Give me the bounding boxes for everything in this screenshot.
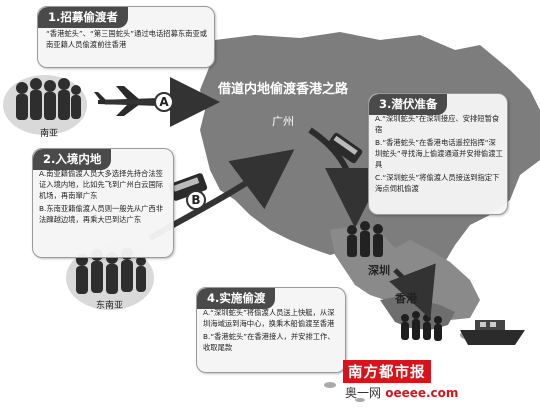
step3-text: A.“深圳蛇头”在深圳接应、安排短暂食宿 B.“香港蛇头”在香港电话遥控指挥“深… xyxy=(375,114,503,197)
label-southeast-asia: 东南亚 xyxy=(96,301,124,311)
step3-panel: 3.潜伏准备 A.“深圳蛇头”在深圳接应、安排短暂食宿 B.“香港蛇头”在香港电… xyxy=(368,93,508,215)
step3-item-c: C.“深圳蛇头”将偷渡人员接送到指定下海点伺机偷渡 xyxy=(375,172,500,193)
island xyxy=(355,398,365,402)
step1-text: “香港蛇头”、“第三国蛇头”通过电话招募东南亚或南亚籍人员偷渡前往香港 xyxy=(46,29,208,49)
shenzhen-to-hongkong-arrow xyxy=(389,263,436,319)
bus-icon xyxy=(168,173,208,201)
label-hongkong: 香港 xyxy=(395,292,417,305)
island xyxy=(324,382,336,388)
step2-item-a: A.南亚籍偷渡人员大多选择先持合法签证入境内地，比如先飞到广州白云国际机场，再南… xyxy=(39,169,164,200)
label-shenzhen: 深圳 xyxy=(368,264,390,277)
south-asia-people-icon xyxy=(3,75,87,135)
route-b-marker xyxy=(186,190,206,210)
label-south-asia: 南亚 xyxy=(40,129,59,139)
website-logo: 奥一网 oeeee.com xyxy=(345,384,458,401)
website-name: oeeee.com xyxy=(385,386,459,400)
boat-icon xyxy=(460,320,525,345)
step3-title: 3.潜伏准备 xyxy=(369,94,448,115)
step1-panel: 1.招募偷渡者 “香港蛇头”、“第三国蛇头”通过电话招募东南亚或南亚籍人员偷渡前… xyxy=(37,6,215,68)
label-guangzhou: 广州 xyxy=(272,115,294,128)
route-b-label: B xyxy=(191,193,201,207)
diagram-title: 借道内地偷渡香港之路 xyxy=(218,82,349,97)
route-a-label: A xyxy=(159,95,169,109)
step4-title: 4.实施偷渡 xyxy=(197,288,276,309)
bus-icon xyxy=(327,132,363,164)
step2-item-b: B.东南亚籍偷渡人员则一般先从广西非法蹿越边境，再乘大巴到达广东 xyxy=(39,203,164,224)
website-prefix: 奥一网 xyxy=(345,386,382,400)
guangzhou-to-shenzhen-arrow xyxy=(308,127,385,228)
step4-panel: 4.实施偷渡 A.“深圳蛇头”将偷渡人员送上快艇，从深圳海域运到海中心，换乘木船… xyxy=(196,287,346,373)
newspaper-logo: 南方都市报 xyxy=(343,360,431,383)
step2-title: 2.入境内地 xyxy=(33,149,112,170)
shenzhen-people-icon xyxy=(347,221,383,257)
step4-item-b: B.“香港蛇头”在香港接人，并安排工作、收取尾款 xyxy=(203,331,335,352)
step4-item-a: A.“深圳蛇头”将偷渡人员送上快艇，从深圳海域运到海中心，换乘木船偷渡至香港 xyxy=(203,308,335,328)
step1-title: 1.招募偷渡者 xyxy=(38,7,128,28)
step3-item-b: B.“香港蛇头”在香港电话遥控指挥“深圳蛇头”寻找海上偷渡通道并安排偷渡工具 xyxy=(375,137,503,169)
route-a-marker xyxy=(154,92,174,112)
step2-panel: 2.入境内地 A.南亚籍偷渡人员大多选择先持合法签证入境内地，比如先飞到广州白云… xyxy=(32,148,174,258)
step2-text: A.南亚籍偷渡人员大多选择先持合法签证入境内地，比如先飞到广州白云国际机场，再南… xyxy=(39,169,167,228)
step3-item-a: A.“深圳蛇头”在深圳接应、安排短暂食宿 xyxy=(375,114,500,134)
step4-text: A.“深圳蛇头”将偷渡人员送上快艇，从深圳海域运到海中心，换乘木船偷渡至香港 B… xyxy=(203,308,341,356)
